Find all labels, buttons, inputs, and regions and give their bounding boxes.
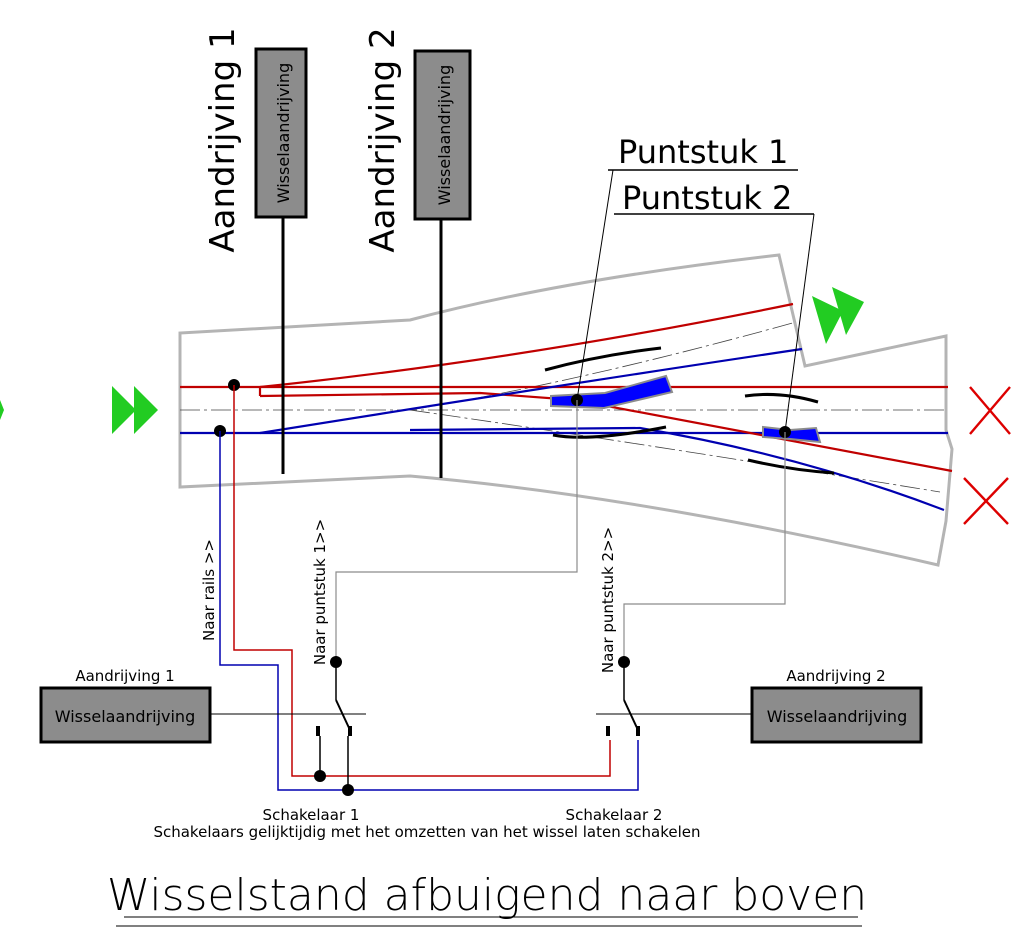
double-chevron-right-icon <box>112 386 158 434</box>
switch-1-contact-b <box>348 726 352 736</box>
to-frog-2-label: Naar puntstuk 2>> <box>599 527 617 673</box>
to-frog-1-label: Naar puntstuk 1>> <box>311 519 329 665</box>
drive-1-box-top-label: Wisselaandrijving <box>274 63 293 203</box>
drive-2-box-bottom-label: Wisselaandrijving <box>767 707 907 726</box>
drive-1-box-bottom <box>39 686 212 744</box>
drive-2-box-bottom <box>750 686 923 744</box>
diagram-title: Wisselstand afbuigend naar boven <box>107 870 867 921</box>
drive-1-bottom-caption: Aandrijving 1 <box>75 667 174 685</box>
curved-rail-red <box>259 302 794 389</box>
frog-1-label: Puntstuk 1 <box>618 133 788 171</box>
drive-2-bottom-caption: Aandrijving 2 <box>786 667 885 685</box>
arrow-fragment <box>0 400 4 420</box>
drive-1-vertical-label: Aandrijving 1 <box>203 27 243 252</box>
closure-rail-blue <box>409 426 945 512</box>
switch-2-contact-b <box>636 726 640 736</box>
drive-2-vertical-label: Aandrijving 2 <box>363 27 403 252</box>
switch-2-contact-a <box>606 726 610 736</box>
check-rail-3 <box>744 392 819 404</box>
switch-note: Schakelaars gelijktijdig met het omzette… <box>153 823 700 841</box>
switch-1-blade <box>335 699 351 731</box>
check-rail-2 <box>552 425 667 439</box>
drive-2-box-top <box>413 49 472 221</box>
wire-frog-2 <box>623 432 786 662</box>
double-chevron-right-icon <box>812 287 864 344</box>
drive-2-box-top-label: Wisselaandrijving <box>435 65 454 205</box>
switch-1-dot-b <box>342 784 354 796</box>
switch-1-caption: Schakelaar 1 <box>263 806 360 824</box>
frog-1-leader <box>576 169 614 401</box>
frog-2-leader <box>784 213 815 433</box>
drive-1-box-bottom-label: Wisselaandrijving <box>55 707 195 726</box>
to-rails-label: Naar rails >> <box>200 539 218 641</box>
switch-2-caption: Schakelaar 2 <box>566 806 663 824</box>
curved-rail-blue <box>259 347 803 435</box>
switch-2-blade <box>623 699 639 731</box>
switch-1-dot-a <box>314 770 326 782</box>
x-cross-icon <box>969 386 1011 435</box>
wire-frog-1 <box>335 400 578 662</box>
frog-2-label: Puntstuk 2 <box>622 179 792 217</box>
drive-1-box-top <box>254 47 308 219</box>
x-cross-icon <box>963 477 1009 525</box>
check-rail-4 <box>747 458 835 475</box>
wire-red-to-switch <box>233 385 611 777</box>
check-rail-1 <box>544 346 662 372</box>
wire-blue-to-switch <box>219 431 639 791</box>
switch-1-contact-a <box>316 726 320 736</box>
